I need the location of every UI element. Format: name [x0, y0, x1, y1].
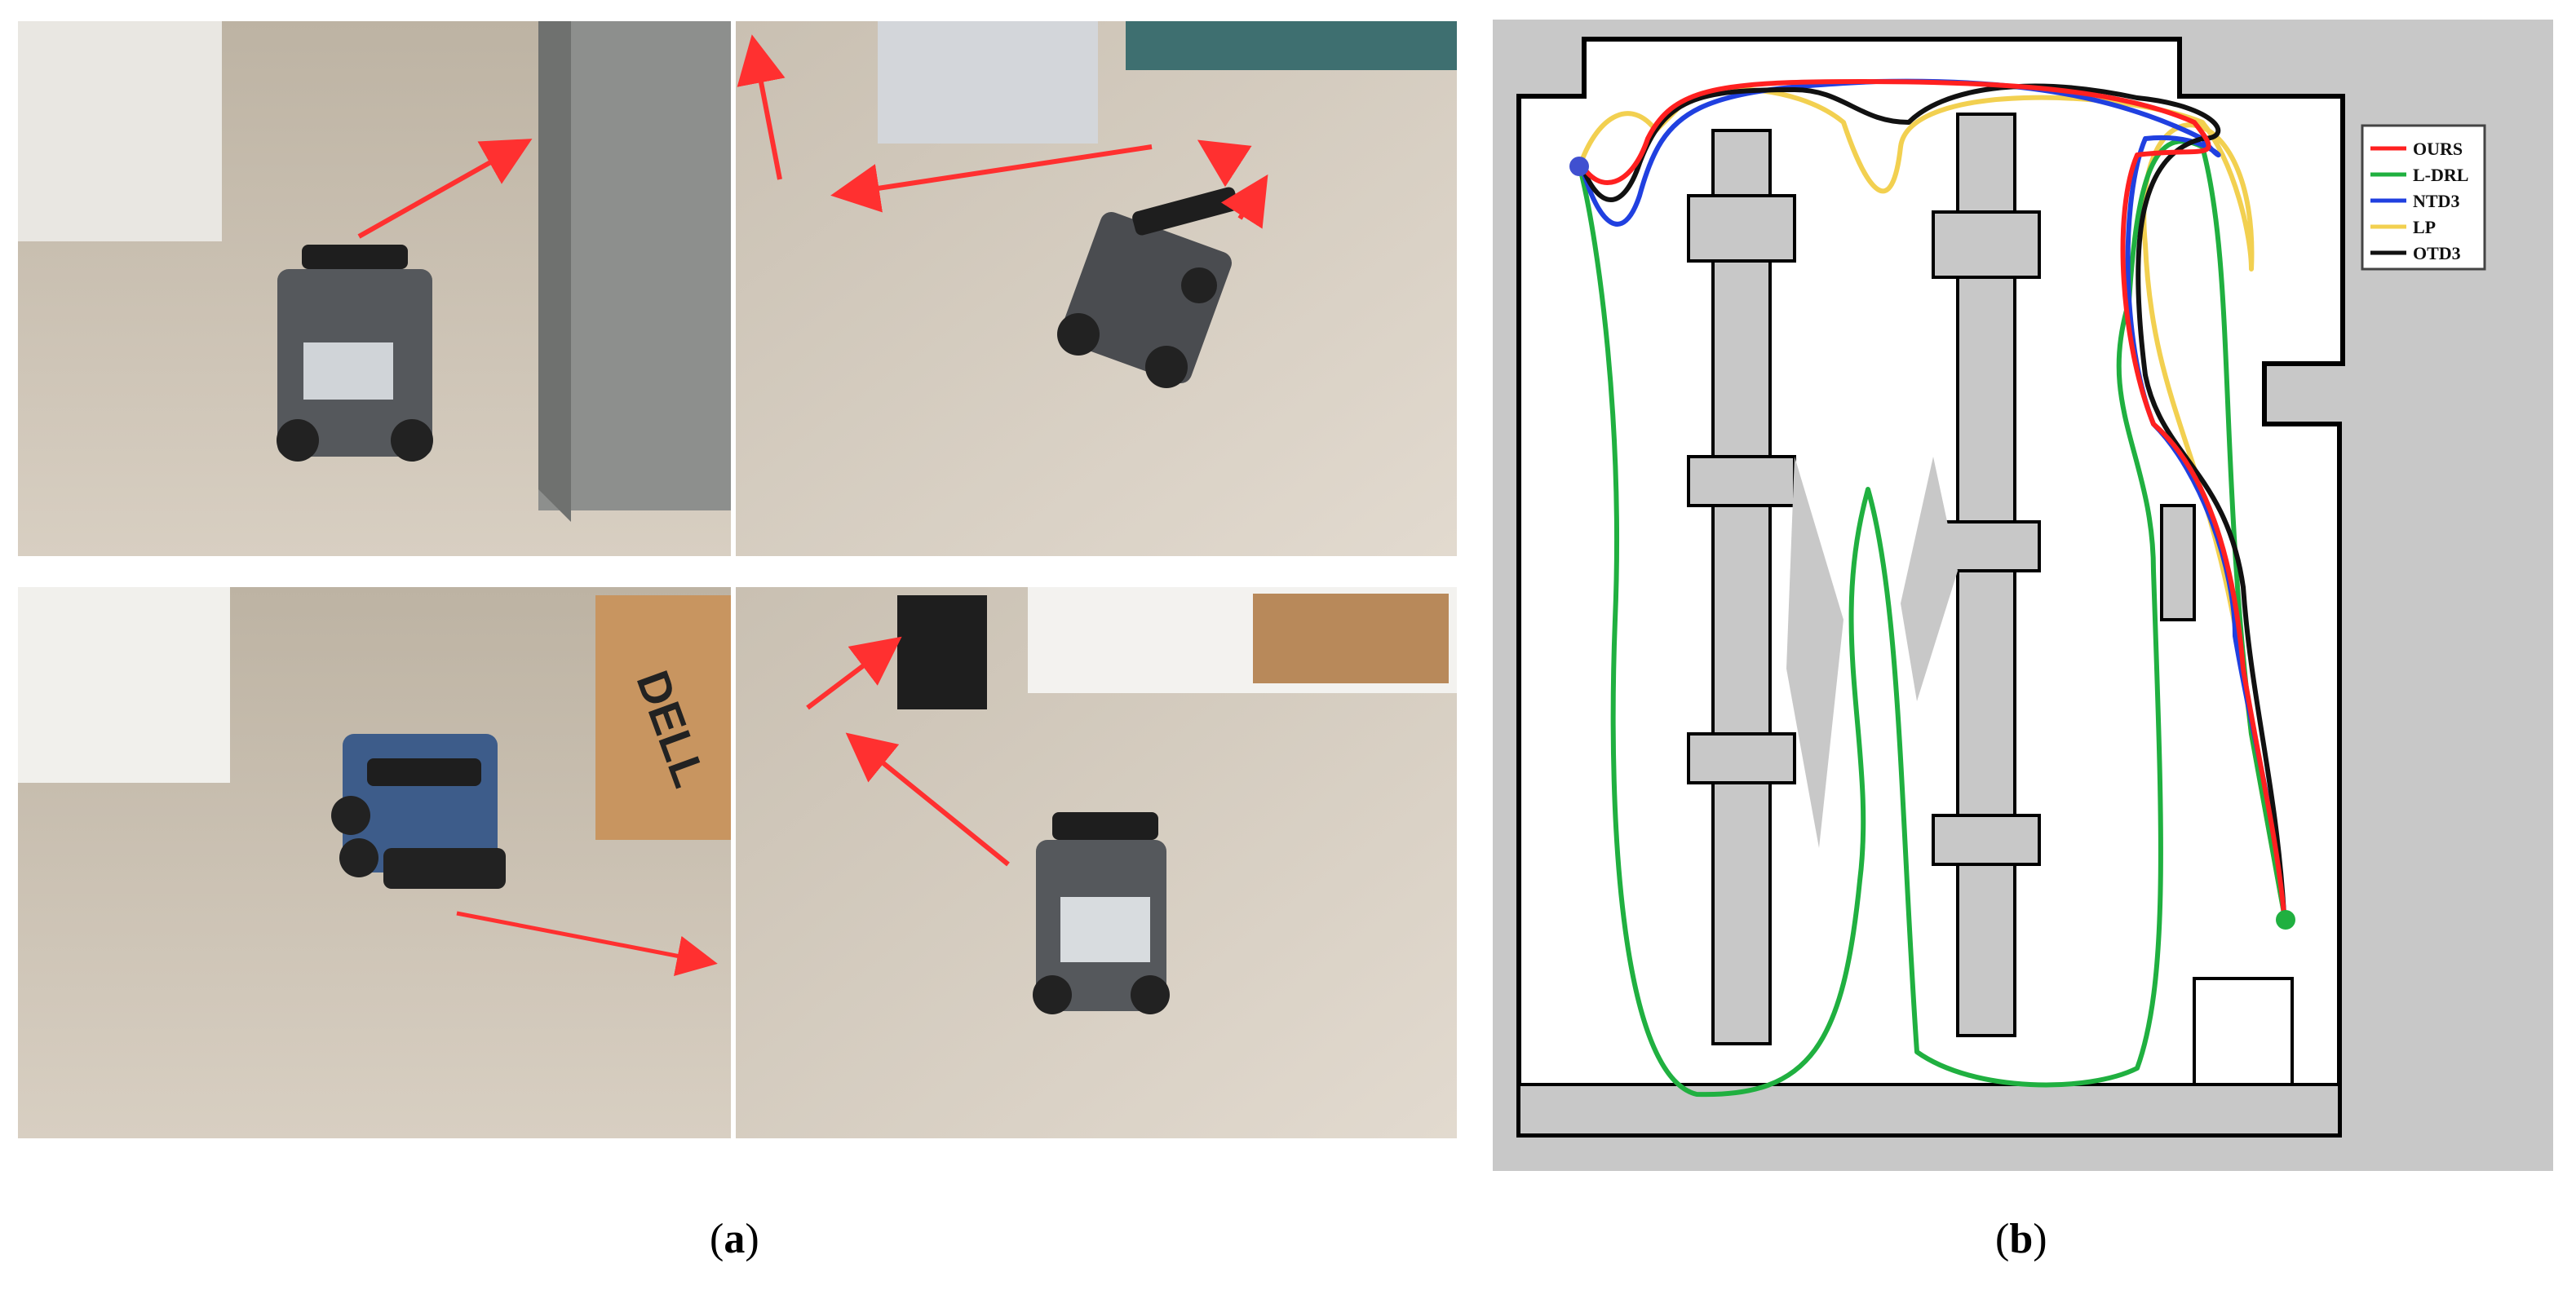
arrow — [1220, 174, 1268, 229]
arrow — [845, 732, 1010, 867]
panel-a-photos: DELL — [18, 21, 1457, 1138]
start-point-icon — [1569, 157, 1589, 176]
photo-bottom-right — [736, 587, 1457, 1138]
arrow — [456, 911, 718, 976]
panel-a-label: a — [724, 1216, 746, 1262]
panel-b-label: b — [2009, 1216, 2034, 1262]
legend-label: OURS — [2413, 139, 2463, 159]
panel-a-caption: (a) — [710, 1216, 759, 1262]
robot-car-2 — [1057, 187, 1238, 388]
trajectories — [1578, 78, 2286, 1098]
legend-label: L-DRL — [2413, 165, 2468, 185]
robot-car-1 — [277, 245, 433, 462]
trajectory-ours — [1578, 79, 2286, 914]
obstacle-columns — [1687, 113, 2294, 1127]
goal-point-icon — [2276, 910, 2295, 930]
photo-top-left — [18, 21, 731, 556]
arrow — [806, 636, 902, 710]
photo-bottom-left: DELL — [18, 587, 731, 1138]
trajectory-otd3 — [1578, 83, 2286, 914]
arrow — [737, 34, 786, 180]
robot-car-3 — [331, 734, 506, 889]
photo-top-right — [736, 21, 1457, 556]
trajectory-l-drl — [1578, 139, 2286, 1098]
arrow — [1197, 139, 1252, 188]
robot-car-4 — [1033, 812, 1170, 1014]
legend-label: NTD3 — [2413, 191, 2459, 211]
legend-label: LP — [2413, 217, 2436, 237]
arrow — [357, 139, 533, 239]
arrow — [830, 144, 1153, 213]
legend-label: OTD3 — [2413, 243, 2461, 263]
panel-b-caption: (b) — [1995, 1216, 2047, 1262]
